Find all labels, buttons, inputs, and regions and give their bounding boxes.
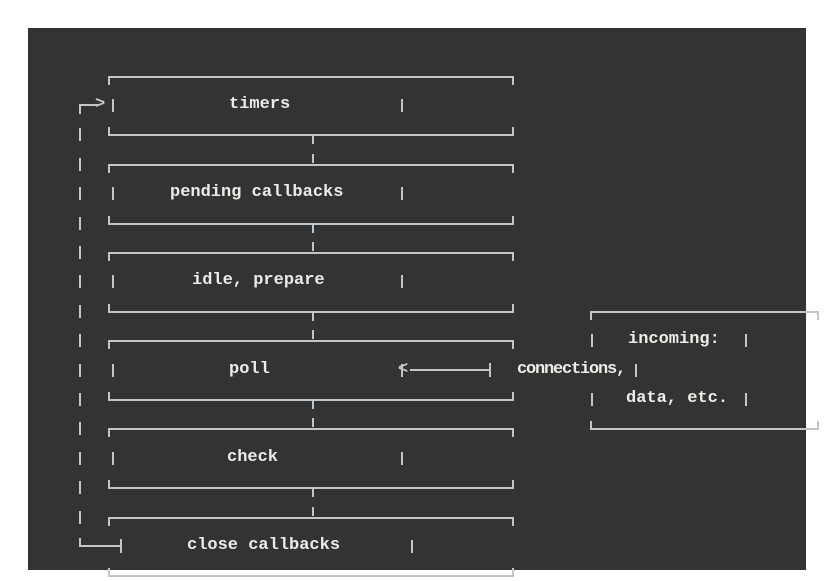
loop-line-dash — [79, 422, 81, 435]
event-loop-diagram-panel: timers pending callbacks idle, prepare p… — [28, 28, 819, 577]
timers-box-bottom-border — [108, 127, 514, 136]
close-callbacks-label: close callbacks — [187, 536, 341, 555]
pending-callbacks-label: pending callbacks — [170, 183, 344, 202]
connector-tick-up-4 — [312, 418, 314, 427]
incoming-line-3: data, etc. — [626, 389, 729, 408]
loop-top-corner — [79, 105, 81, 114]
loop-arrow-shaft — [79, 104, 99, 106]
check-label: check — [227, 448, 279, 467]
poll-box-right-edge — [401, 364, 403, 377]
loop-arrow-head-icon: > — [95, 95, 106, 114]
pending-callbacks-box-top-border — [108, 164, 514, 173]
loop-line-dash — [79, 364, 81, 377]
incoming-box-top-border — [590, 311, 819, 320]
close-callbacks-box-top-border — [108, 517, 514, 526]
poll-arrow-tail-tick — [489, 363, 491, 377]
loop-line-dash — [79, 305, 81, 318]
pending-callbacks-box-right-edge — [401, 187, 403, 200]
loop-line-dash — [79, 128, 81, 141]
loop-line-dash — [79, 481, 81, 494]
incoming-row-right-edge — [745, 334, 747, 347]
poll-label: poll — [229, 360, 270, 379]
check-box-bottom-border — [108, 480, 514, 489]
idle-prepare-box-right-edge — [401, 275, 403, 288]
connector-tick-down-5 — [312, 488, 314, 497]
connector-tick-up-3 — [312, 330, 314, 339]
pending-callbacks-box-left-edge — [112, 187, 114, 200]
incoming-row-left-edge — [591, 334, 593, 347]
timers-box-left-edge — [112, 99, 114, 112]
close-callbacks-box-bottom-border — [108, 568, 514, 577]
loop-bottom-corner — [79, 538, 81, 546]
data-row-left-edge — [591, 393, 593, 406]
incoming-box-bottom-border — [590, 421, 819, 430]
loop-line-dash — [79, 246, 81, 259]
loop-line-dash — [79, 217, 81, 230]
loop-bottom-shaft — [79, 545, 121, 547]
idle-prepare-box-top-border — [108, 252, 514, 261]
idle-prepare-box-bottom-border — [108, 304, 514, 313]
connections-row-right-edge — [635, 364, 637, 377]
connector-tick-up-5 — [312, 507, 314, 516]
connector-tick-up-1 — [312, 154, 314, 163]
close-callbacks-box-right-edge — [411, 540, 413, 553]
poll-box-left-edge — [112, 364, 114, 377]
timers-box-right-edge — [401, 99, 403, 112]
poll-box-bottom-border — [108, 392, 514, 401]
data-row-right-edge — [745, 393, 747, 406]
pending-callbacks-box-bottom-border — [108, 216, 514, 225]
loop-line-dash — [79, 393, 81, 406]
connector-tick-down-2 — [312, 224, 314, 233]
check-box-top-border — [108, 428, 514, 437]
connector-tick-down-4 — [312, 400, 314, 409]
loop-line-dash — [79, 187, 81, 200]
close-callbacks-box-left-edge — [120, 539, 122, 553]
idle-prepare-box-left-edge — [112, 275, 114, 288]
connector-tick-up-2 — [312, 242, 314, 251]
poll-arrow-shaft — [410, 369, 490, 371]
idle-prepare-label: idle, prepare — [192, 271, 325, 290]
timers-box-top-border — [108, 76, 514, 85]
incoming-line-2: connections, — [517, 360, 626, 379]
check-box-right-edge — [401, 452, 403, 465]
loop-line-dash — [79, 158, 81, 171]
poll-box-top-border — [108, 340, 514, 349]
timers-label: timers — [229, 95, 291, 114]
loop-line-dash — [79, 275, 81, 288]
poll-arrow-head-icon: < — [398, 360, 409, 379]
loop-line-dash — [79, 452, 81, 465]
loop-line-dash — [79, 334, 81, 347]
incoming-line-1: incoming: — [628, 330, 720, 349]
connector-tick-down-3 — [312, 312, 314, 321]
check-box-left-edge — [112, 452, 114, 465]
loop-line-dash — [79, 511, 81, 524]
connector-tick-down-1 — [312, 135, 314, 144]
